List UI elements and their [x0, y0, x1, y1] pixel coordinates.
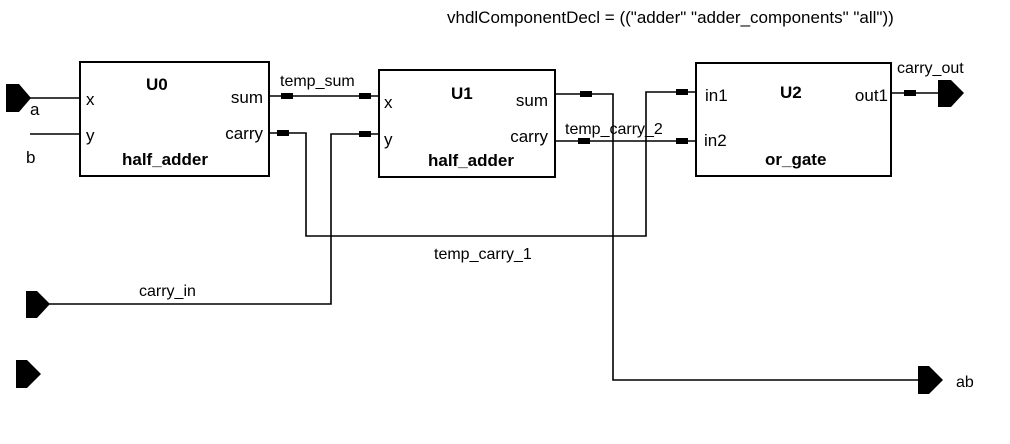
wire-carry-in[interactable]	[48, 133, 379, 305]
instance-u2-name: U2	[780, 83, 802, 102]
wire-stubs	[277, 89, 916, 144]
pin-ab-icon[interactable]	[918, 366, 943, 394]
instance-u2-cell: or_gate	[765, 150, 826, 169]
instance-u2-port-out1: out1	[855, 86, 888, 105]
instance-u1-port-y: y	[384, 130, 393, 149]
instance-u2[interactable]: U2 or_gate in1 in2 out1	[695, 62, 892, 177]
pins	[6, 80, 964, 394]
instance-u0-port-x: x	[86, 90, 95, 109]
instance-u0-cell: half_adder	[122, 150, 208, 169]
instance-u1-port-carry: carry	[510, 127, 548, 146]
stub-u2-in2	[676, 138, 688, 144]
instance-u0-port-y: y	[86, 126, 95, 145]
instance-u1-port-x: x	[384, 93, 393, 112]
instance-u0[interactable]: U0 half_adder x y sum carry	[79, 61, 270, 177]
pin-carry-in-icon[interactable]	[26, 291, 50, 318]
component-decl-property: vhdlComponentDecl = (("adder" "adder_com…	[447, 8, 894, 27]
stub-u1-sum	[580, 91, 592, 97]
instance-u1-body[interactable]	[378, 69, 556, 178]
stub-u1-x	[359, 93, 371, 99]
instance-u0-body[interactable]	[79, 61, 270, 177]
net-label-temp-carry-1: temp_carry_1	[434, 246, 532, 263]
instance-u1[interactable]: U1 half_adder x y sum carry	[378, 69, 556, 178]
stub-u1-carry	[578, 138, 590, 144]
pin-a-icon[interactable]	[6, 84, 31, 112]
net-label-temp-sum: temp_sum	[280, 73, 355, 90]
stub-u2-in1	[676, 89, 688, 95]
stub-u1-y	[359, 131, 371, 137]
instance-u0-port-carry: carry	[225, 124, 263, 143]
instance-u1-port-sum: sum	[516, 91, 548, 110]
instance-u2-body[interactable]	[695, 62, 892, 177]
instance-u1-cell: half_adder	[428, 151, 514, 170]
instance-u0-port-sum: sum	[231, 88, 263, 107]
stub-u2-out1	[904, 90, 916, 96]
stub-u0-carry	[277, 130, 289, 136]
pin-ab-label: ab	[956, 374, 974, 391]
instance-u0-name: U0	[146, 75, 168, 94]
pin-unnamed-icon[interactable]	[16, 360, 41, 388]
wire-temp-carry-1[interactable]	[269, 91, 696, 237]
pin-carry-out-label: carry_out	[897, 60, 964, 77]
instance-u2-port-in1: in1	[705, 86, 728, 105]
pin-carry-out-icon[interactable]	[938, 80, 964, 107]
net-label-temp-carry-2: temp_carry_2	[565, 121, 663, 138]
net-label-carry-in: carry_in	[139, 283, 196, 300]
pin-b-label: b	[26, 148, 35, 167]
stub-u0-sum	[281, 93, 293, 99]
pin-a-label: a	[30, 100, 40, 119]
instance-u2-port-in2: in2	[704, 131, 727, 150]
instance-u1-name: U1	[451, 84, 473, 103]
